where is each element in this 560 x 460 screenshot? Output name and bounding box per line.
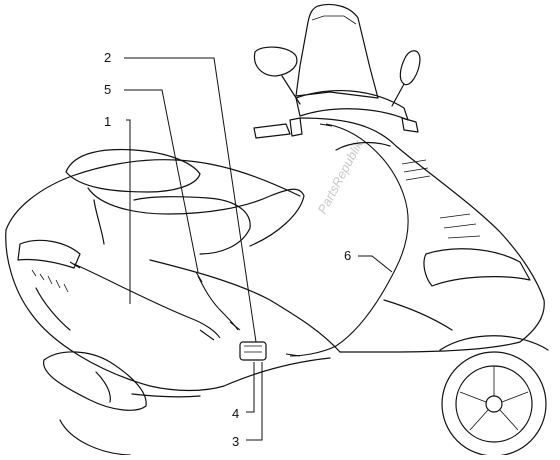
windscreen <box>295 3 379 99</box>
rear-body <box>5 148 341 392</box>
callout-2: 2 <box>104 50 111 65</box>
cable-5 <box>195 271 241 331</box>
leader-lines <box>124 57 393 441</box>
callout-1: 1 <box>104 114 111 129</box>
cable-junction <box>239 341 267 361</box>
front-wheel <box>439 335 549 457</box>
callout-3: 3 <box>232 434 239 449</box>
rear-wheel <box>43 351 201 456</box>
cable-1 <box>69 261 221 341</box>
watermark-text: PartsRepublik <box>314 137 366 217</box>
callout-4: 4 <box>232 406 239 421</box>
mirrors <box>253 46 421 107</box>
front-body <box>299 117 545 353</box>
handlebar <box>253 90 419 139</box>
cable-6 <box>285 123 409 357</box>
callout-6: 6 <box>344 248 351 263</box>
callout-5: 5 <box>104 82 111 97</box>
